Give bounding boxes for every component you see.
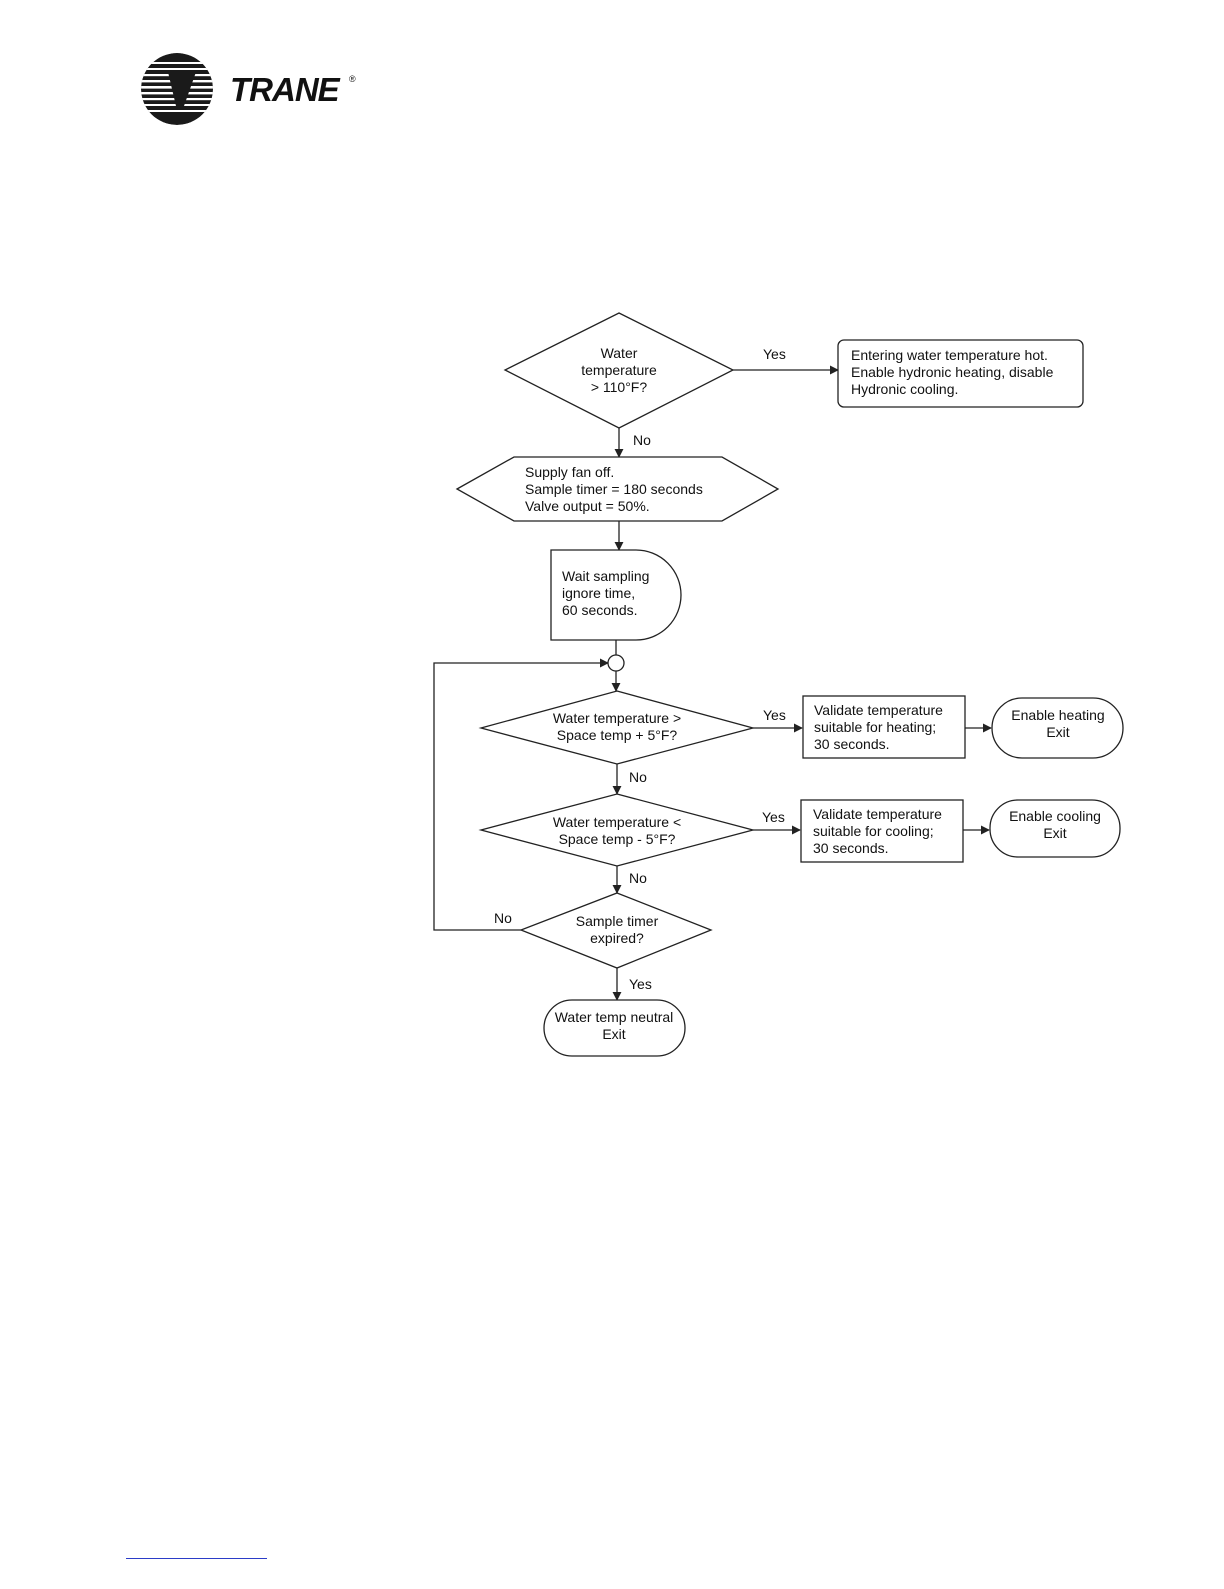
trane-logo-wordmark: TRANE xyxy=(230,71,341,108)
delay-line-2: ignore time, xyxy=(562,585,635,601)
decision-cooling: Water temperature < Space temp - 5°F? xyxy=(478,793,756,867)
terminal-water-temp-neutral: Water temp neutral Exit xyxy=(543,999,686,1057)
validate-cooling-line-3: 30 seconds. xyxy=(813,840,889,856)
footer-rule xyxy=(126,1558,267,1559)
delay-wait-sampling: Wait sampling ignore time, 60 seconds. xyxy=(550,549,682,641)
trane-logo: TRANE ® xyxy=(141,53,356,125)
process-validate-heating: Validate temperature suitable for heatin… xyxy=(802,695,966,759)
water-temp-neutral-line-2: Exit xyxy=(602,1026,625,1042)
validate-heating-line-2: suitable for heating; xyxy=(814,719,936,735)
process-water-hot-line-2: Enable hydronic heating, disable xyxy=(851,364,1054,380)
connectors xyxy=(433,365,992,1001)
validate-cooling-line-2: suitable for cooling; xyxy=(813,823,934,839)
enable-cooling-line-2: Exit xyxy=(1043,825,1066,841)
process-validate-cooling: Validate temperature suitable for coolin… xyxy=(800,799,964,863)
process-water-hot: Entering water temperature hot. Enable h… xyxy=(837,339,1084,408)
terminal-enable-heating: Enable heating Exit xyxy=(991,697,1124,759)
registered-mark: ® xyxy=(349,74,356,84)
label-d2-yes: Yes xyxy=(763,707,786,723)
preparation-sample-setup: Supply fan off. Sample timer = 180 secon… xyxy=(455,456,780,522)
delay-line-3: 60 seconds. xyxy=(562,602,638,618)
preparation-line-2: Sample timer = 180 seconds xyxy=(525,481,703,497)
preparation-line-1: Supply fan off. xyxy=(525,464,614,480)
decision-cooling-line-1: Water temperature < xyxy=(553,814,681,830)
decision-water-temp-110-line-3: > 110°F? xyxy=(591,379,648,395)
trane-logo-mark xyxy=(141,53,213,125)
delay-line-1: Wait sampling xyxy=(562,568,649,584)
validate-cooling-line-1: Validate temperature xyxy=(813,806,942,822)
decision-heating: Water temperature > Space temp + 5°F? xyxy=(478,690,756,765)
label-d3-no: No xyxy=(629,870,647,886)
decision-water-temp-110-line-2: temperature xyxy=(581,362,657,378)
decision-water-temp-110-line-1: Water xyxy=(601,345,638,361)
process-water-hot-line-1: Entering water temperature hot. xyxy=(851,347,1048,363)
decision-heating-line-1: Water temperature > xyxy=(553,710,681,726)
terminal-enable-cooling: Enable cooling Exit xyxy=(989,799,1121,858)
label-d1-no: No xyxy=(633,432,651,448)
water-temp-neutral-line-1: Water temp neutral xyxy=(555,1009,674,1025)
decision-sample-timer-line-2: expired? xyxy=(590,930,644,946)
label-d2-no: No xyxy=(629,769,647,785)
decision-sample-timer-line-1: Sample timer xyxy=(576,913,659,929)
preparation-line-3: Valve output = 50%. xyxy=(525,498,650,514)
label-d1-yes: Yes xyxy=(763,346,786,362)
loop-junction xyxy=(607,654,625,672)
enable-heating-line-2: Exit xyxy=(1046,724,1069,740)
label-d3-yes: Yes xyxy=(762,809,785,825)
connector-d4-no-loop xyxy=(433,658,609,931)
label-d4-yes: Yes xyxy=(629,976,652,992)
validate-heating-line-1: Validate temperature xyxy=(814,702,943,718)
decision-cooling-line-2: Space temp - 5°F? xyxy=(559,831,676,847)
decision-sample-timer: Sample timer expired? xyxy=(519,892,713,969)
enable-heating-line-1: Enable heating xyxy=(1011,707,1104,723)
decision-water-temp-110: Water temperature > 110°F? xyxy=(503,312,735,429)
decision-heating-line-2: Space temp + 5°F? xyxy=(557,727,678,743)
process-water-hot-line-3: Hydronic cooling. xyxy=(851,381,958,397)
enable-cooling-line-1: Enable cooling xyxy=(1009,808,1101,824)
validate-heating-line-3: 30 seconds. xyxy=(814,736,890,752)
label-d4-no: No xyxy=(494,910,512,926)
